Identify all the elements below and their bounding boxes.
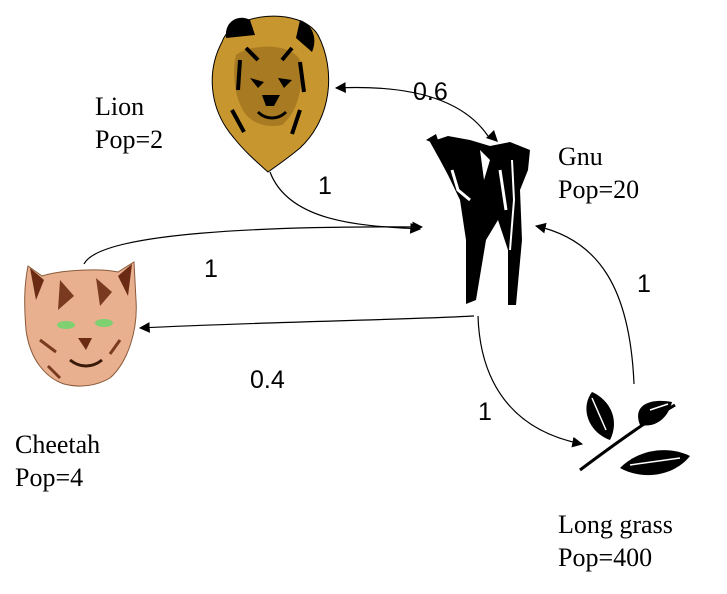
lion-head-icon [211,15,330,173]
gnu-icon [426,130,530,305]
gnu-label: Gnu Pop=20 [558,140,639,206]
edge-gnu-to-lion [334,82,489,137]
edge-cheetah-to-gnu [83,221,424,265]
grass-name: Long grass [558,510,673,539]
grass-pop: Pop=400 [558,543,653,572]
edge-label-grass-gnu: 1 [637,270,651,298]
grass-label: Long grass Pop=400 [558,508,673,574]
lion-name: Lion [95,92,145,121]
cheetah-pop: Pop=4 [15,463,84,492]
gnu-pop: Pop=20 [558,175,640,204]
edge-grass-to-gnu [534,222,635,385]
cheetah-name: Cheetah [15,430,101,459]
gnu-name: Gnu [558,142,603,171]
cheetah-head-icon [24,261,137,387]
edge-label-gnu-cheetah: 0.4 [250,366,285,394]
leaves-icon [579,392,690,476]
cheetah-label: Cheetah Pop=4 [15,428,100,494]
edge-label-gnu-lion: 0.6 [413,78,448,106]
edge-lion-to-gnu [269,171,422,234]
edge-gnu-to-cheetah [138,315,475,333]
edge-gnu-to-grass [477,315,584,448]
edge-label-lion-gnu: 1 [318,172,332,200]
lion-label: Lion Pop=2 [95,90,163,156]
edge-label-cheetah-gnu: 1 [204,255,218,283]
lion-pop: Pop=2 [95,125,164,154]
edge-label-gnu-grass: 1 [478,398,492,426]
